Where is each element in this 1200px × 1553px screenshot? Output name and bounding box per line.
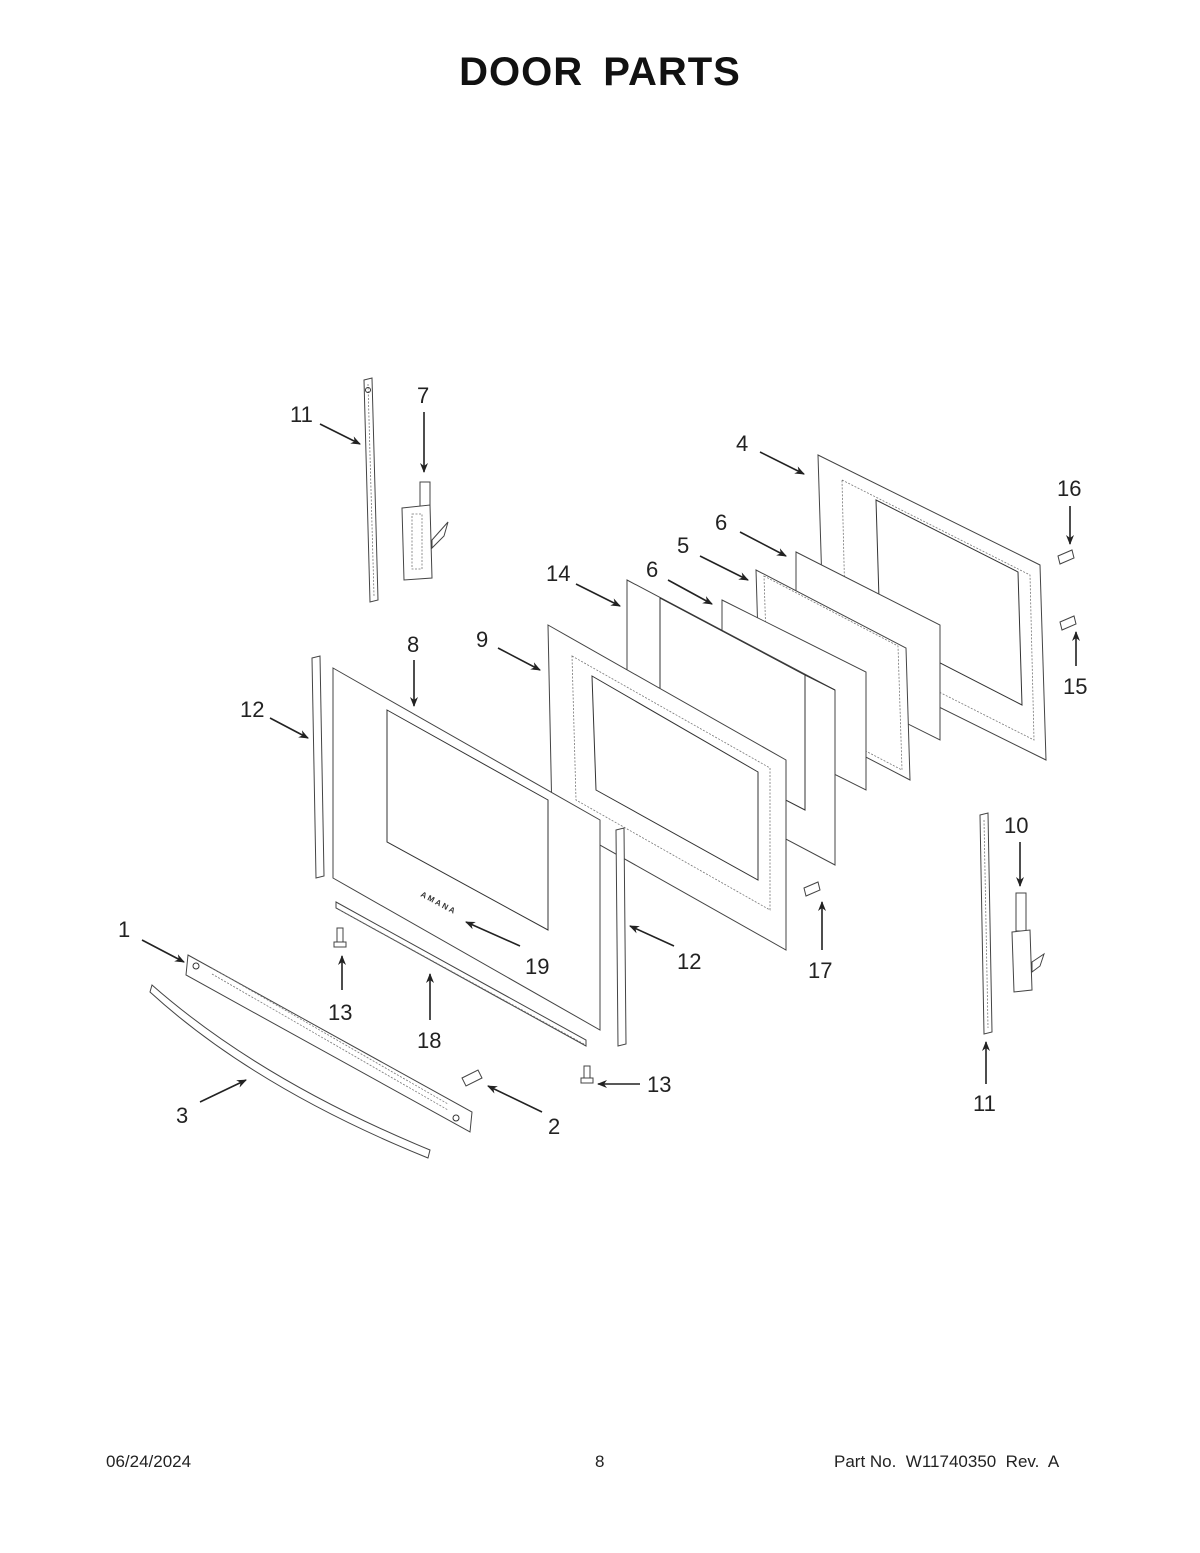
callout-10: 10 [1004,813,1029,838]
callout-19: 19 [525,954,550,979]
screw-15 [1059,615,1077,631]
callout-6: 6 [715,510,728,535]
handle-screw [461,1069,483,1087]
callout-11: 11 [290,402,313,427]
door-frame [547,624,787,951]
callout-16: 16 [1057,476,1082,501]
footer-page-number: 8 [595,1452,605,1471]
screw-13b [580,1065,594,1084]
callout-arrows [141,412,1080,1113]
screw-17 [803,881,821,897]
callout-11: 11 [973,1091,996,1116]
callout-5: 5 [677,533,690,558]
outer-door-glass [332,667,601,1031]
callout-12: 12 [677,949,702,974]
callout-18: 18 [417,1028,442,1053]
side-trim-left [311,655,325,879]
footer-date: 06/24/2024 [106,1452,192,1471]
door-handle [149,984,431,1159]
callout-14: 14 [546,561,571,586]
callout-8: 8 [407,632,420,657]
handle-base-bracket [185,954,473,1133]
side-trim-right [615,827,627,1047]
callout-9: 9 [476,627,489,652]
screw-16 [1057,549,1075,565]
callout-12: 12 [240,697,265,722]
callout-4: 4 [736,431,749,456]
hinge-channel-right [979,812,993,1035]
hinge-left [401,481,449,581]
callout-15: 15 [1063,674,1088,699]
callout-1: 1 [118,917,131,942]
callout-7: 7 [417,383,430,408]
page-title: DOOR PARTS [459,50,741,94]
hinge-right [1011,892,1045,993]
callout-13: 13 [647,1072,672,1097]
callout-17: 17 [808,958,833,983]
callout-6: 6 [646,557,659,582]
callout-2: 2 [548,1114,561,1139]
hinge-channel-left [363,377,379,603]
footer-part-number: Part No. W11740350 Rev. A [834,1452,1060,1471]
callout-3: 3 [176,1103,189,1128]
screw-13a [333,927,347,948]
callout-13: 13 [328,1000,353,1025]
bottom-trim [335,901,587,1047]
